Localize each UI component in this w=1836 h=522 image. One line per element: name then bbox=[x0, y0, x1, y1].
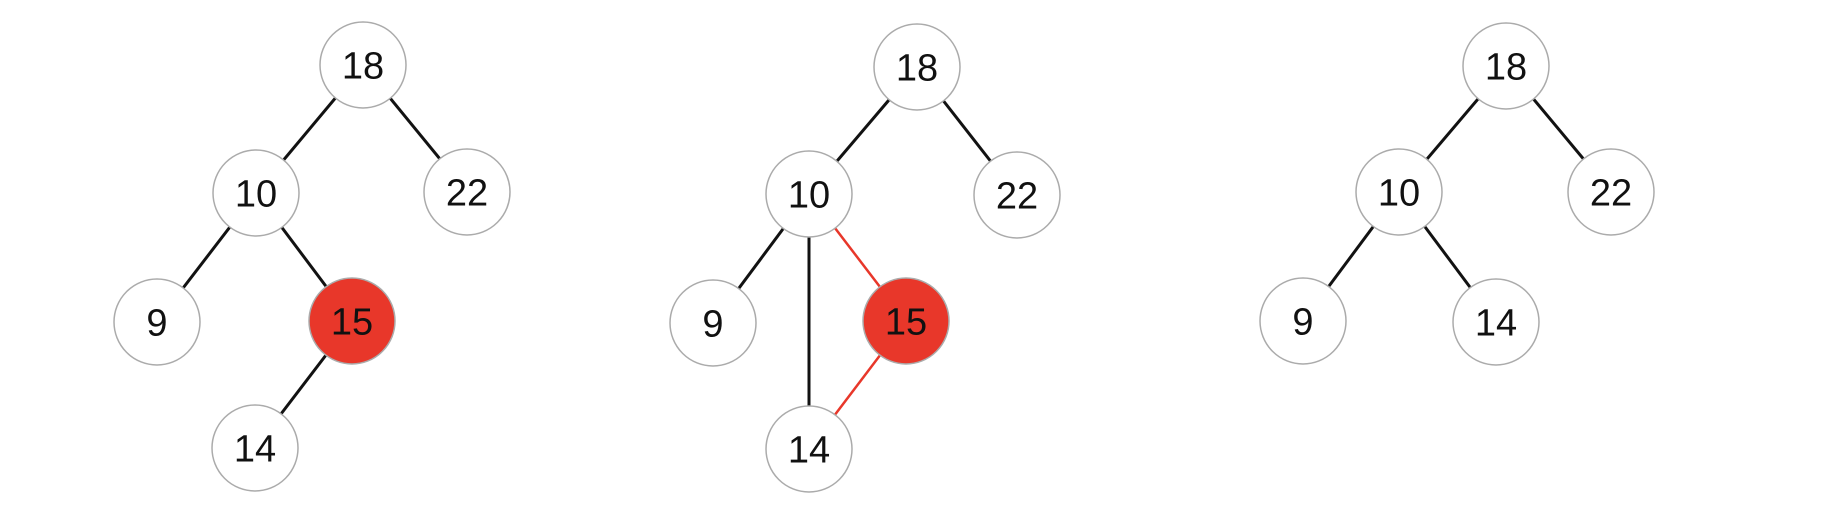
node-value: 15 bbox=[331, 301, 373, 343]
node-circle bbox=[211, 404, 299, 492]
tree-1-node-10: 10 bbox=[212, 149, 300, 237]
tree-1-node-22: 22 bbox=[423, 148, 511, 236]
tree-3-node-9: 9 bbox=[1259, 277, 1347, 365]
tree-3-node-14: 14 bbox=[1452, 278, 1540, 366]
node-circle bbox=[873, 23, 961, 111]
tree-1-step-1-target-node-highlighted: 18 10 22 9 15 14 bbox=[113, 21, 511, 492]
node-circle bbox=[113, 278, 201, 366]
node-value: 9 bbox=[1292, 301, 1313, 343]
tree-1-node-9: 9 bbox=[113, 278, 201, 366]
node-circle bbox=[1355, 148, 1443, 236]
node-value: 10 bbox=[235, 173, 277, 215]
tree-2-node-18: 18 bbox=[873, 23, 961, 111]
node-value: 18 bbox=[342, 45, 384, 87]
tree-3-node-22: 22 bbox=[1567, 148, 1655, 236]
node-circle bbox=[1259, 277, 1347, 365]
node-value: 18 bbox=[896, 47, 938, 89]
node-value: 14 bbox=[234, 428, 276, 470]
tree-2-node-10: 10 bbox=[765, 150, 853, 238]
tree-2-node-22: 22 bbox=[973, 151, 1061, 239]
node-value: 9 bbox=[702, 303, 723, 345]
node-circle bbox=[1452, 278, 1540, 366]
tree-2-node-15: 15 bbox=[862, 277, 950, 365]
tree-1-node-18: 18 bbox=[319, 21, 407, 109]
node-circle bbox=[765, 150, 853, 238]
tree-3-node-10: 10 bbox=[1355, 148, 1443, 236]
tree-3-node-18: 18 bbox=[1462, 22, 1550, 110]
tree-2-node-9: 9 bbox=[669, 279, 757, 367]
node-value: 10 bbox=[1378, 172, 1420, 214]
node-value: 14 bbox=[788, 429, 830, 471]
tree-2-step-2-rewire-links: 18 10 22 9 15 14 bbox=[669, 23, 1061, 493]
node-value: 22 bbox=[1590, 172, 1632, 214]
node-value: 14 bbox=[1475, 302, 1517, 344]
highlighted-node-circle bbox=[862, 277, 950, 365]
node-circle bbox=[423, 148, 511, 236]
tree-3-step-3-node-removed: 18 10 22 9 14 bbox=[1259, 22, 1655, 366]
tree-1-node-15: 15 bbox=[308, 277, 396, 365]
node-value: 10 bbox=[788, 174, 830, 216]
node-circle bbox=[765, 405, 853, 493]
node-value: 22 bbox=[446, 172, 488, 214]
node-circle bbox=[1462, 22, 1550, 110]
tree-2-node-14: 14 bbox=[765, 405, 853, 493]
node-value: 15 bbox=[885, 301, 927, 343]
node-value: 18 bbox=[1485, 46, 1527, 88]
node-value: 9 bbox=[146, 302, 167, 344]
node-circle bbox=[1567, 148, 1655, 236]
tree-1-node-14: 14 bbox=[211, 404, 299, 492]
node-circle bbox=[973, 151, 1061, 239]
node-circle bbox=[212, 149, 300, 237]
highlighted-node-circle bbox=[308, 277, 396, 365]
node-value: 22 bbox=[996, 175, 1038, 217]
node-circle bbox=[319, 21, 407, 109]
node-circle bbox=[669, 279, 757, 367]
